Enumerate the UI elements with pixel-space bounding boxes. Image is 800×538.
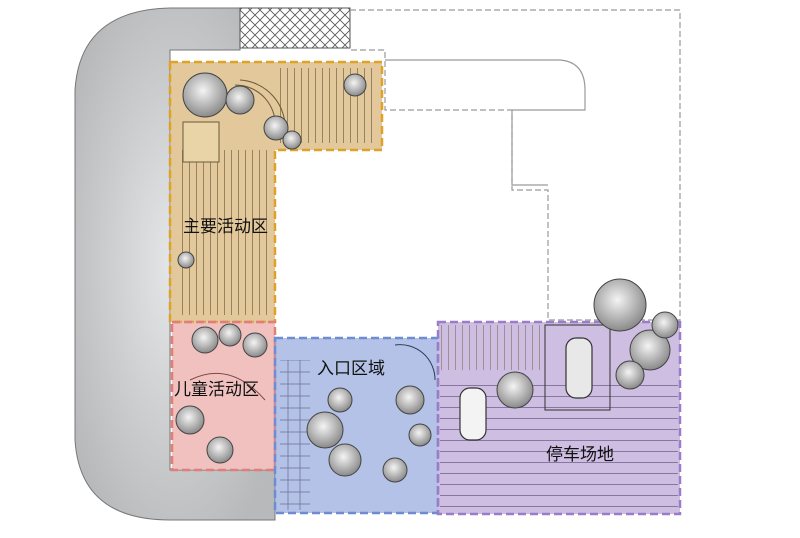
main-activity-label: 主要活动区 xyxy=(183,217,268,237)
car-icon xyxy=(459,387,487,441)
entrance-zone xyxy=(273,336,440,515)
gravel-ground xyxy=(74,7,276,521)
children-activity-label: 儿童活动区 xyxy=(174,380,259,400)
car-icon xyxy=(565,337,593,399)
entrance-label: 入口区域 xyxy=(317,359,385,379)
main-activity-zone xyxy=(168,60,384,324)
parking-label: 停车场地 xyxy=(546,445,614,465)
children-activity-zone xyxy=(170,320,277,472)
parking-zone xyxy=(436,278,682,516)
hatched-patio xyxy=(239,7,351,49)
house-outline xyxy=(350,9,681,321)
